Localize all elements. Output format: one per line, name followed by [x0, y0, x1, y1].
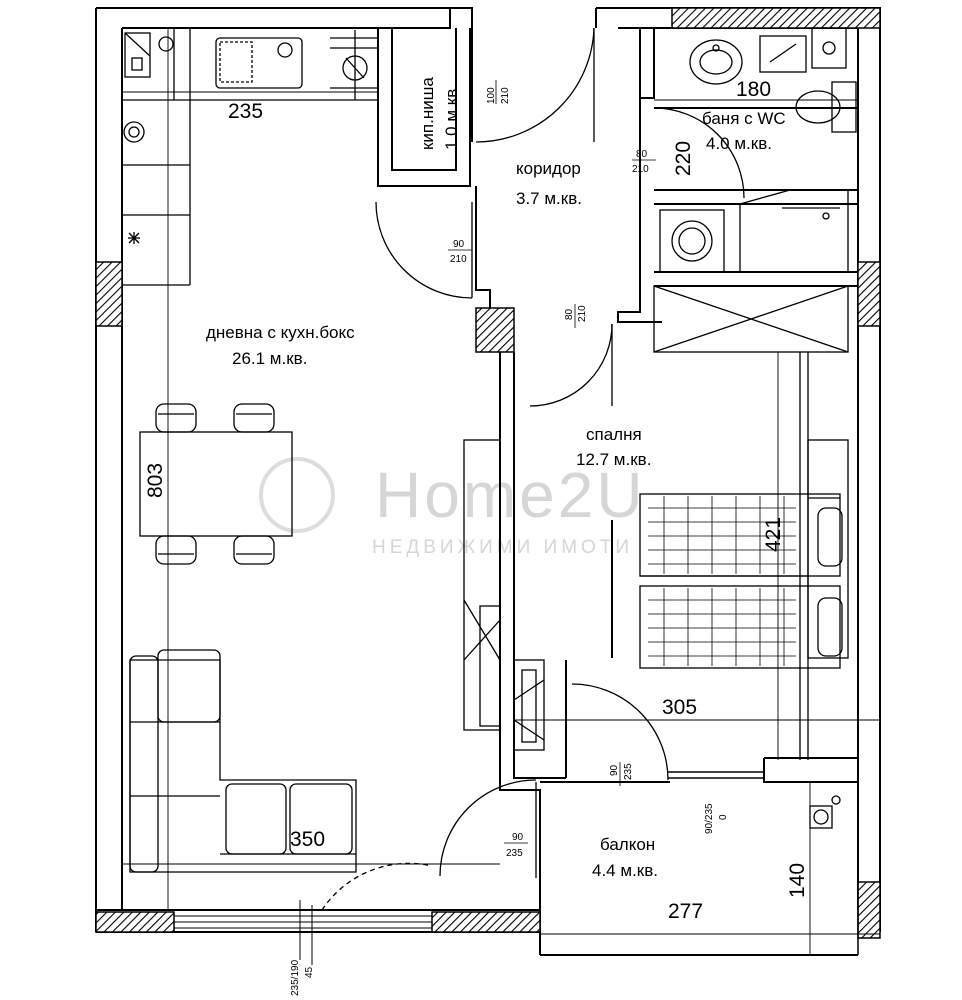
- balcony-name: балкон: [600, 835, 655, 854]
- water-heater-icon: [809, 795, 841, 829]
- watermark-brand: Home2U: [375, 459, 646, 531]
- balcony-width: 277: [668, 900, 703, 923]
- living-window-height: 45: [304, 966, 315, 978]
- corridor-name: коридор: [516, 159, 581, 178]
- storage-area: 1.0 м.кв.: [442, 84, 461, 150]
- kitchen-counter: [122, 28, 378, 286]
- door-living-width: 90: [453, 239, 465, 250]
- balcony-area: 4.4 м.кв.: [592, 861, 658, 880]
- living-window: [174, 900, 432, 965]
- corridor-area: 3.7 м.кв.: [516, 189, 582, 208]
- bedroom-area: 12.7 м.кв.: [576, 450, 651, 469]
- watermark-logo-icon: [259, 457, 335, 533]
- bath-width: 180: [736, 78, 771, 101]
- door-storage-width: 100: [486, 87, 497, 104]
- bathroom-name: баня с WC: [702, 109, 786, 128]
- structural-columns: [95, 7, 881, 939]
- balcony-window-width: 90/235: [704, 803, 715, 834]
- living-height: 803: [144, 463, 167, 498]
- balcony-height: 140: [786, 863, 809, 898]
- door-bedroom-height: 210: [577, 305, 588, 322]
- living-window-width: 235/190: [290, 959, 301, 996]
- watermark-tagline: НЕДВИЖИМИ ИМОТИ: [372, 537, 633, 558]
- living-width: 350: [290, 828, 325, 851]
- balcony-railing: [668, 771, 859, 955]
- door-bedroom-width: 80: [564, 308, 575, 320]
- living-room-area: 26.1 м.кв.: [232, 349, 307, 368]
- bedroom-furniture: [639, 285, 849, 760]
- dining-table: [139, 403, 293, 565]
- door-balcony-living-height: 235: [506, 848, 523, 859]
- kitchen-width: 235: [228, 100, 263, 123]
- corridor-height: 220: [672, 141, 695, 176]
- bathroom-area: 4.0 м.кв.: [706, 134, 772, 153]
- bathroom-fixtures: [659, 27, 857, 273]
- door-labels: 100 210 80 210 90 210 80 210 90 235 90 2…: [290, 80, 729, 996]
- tv-units: [463, 439, 545, 751]
- storage-name: кип.ниша: [418, 77, 437, 150]
- dimension-values: 235 180 220 803 421 305 350 277 140: [144, 78, 809, 923]
- bedroom-width: 305: [662, 696, 697, 719]
- bedroom-height: 421: [762, 517, 785, 552]
- dimension-lines: [122, 28, 880, 955]
- bedroom-name: спалня: [586, 425, 642, 444]
- room-labels: дневна с кухн.бокс 26.1 м.кв. коридор 3.…: [206, 77, 786, 880]
- door-bathroom-width: 80: [636, 149, 648, 160]
- door-balcony-bedroom-width: 90: [609, 764, 620, 776]
- balcony-window-height: 0: [718, 814, 729, 820]
- door-storage-height: 210: [500, 87, 511, 104]
- living-room-name: дневна с кухн.бокс: [206, 323, 355, 342]
- door-balcony-living-width: 90: [512, 832, 524, 843]
- bed-pattern: [648, 496, 796, 666]
- watermark: Home2U НЕДВИЖИМИ ИМОТИ: [259, 457, 646, 558]
- door-living-height: 210: [450, 254, 467, 265]
- door-balcony-bedroom-height: 235: [623, 763, 634, 780]
- door-bathroom-height: 210: [632, 164, 649, 175]
